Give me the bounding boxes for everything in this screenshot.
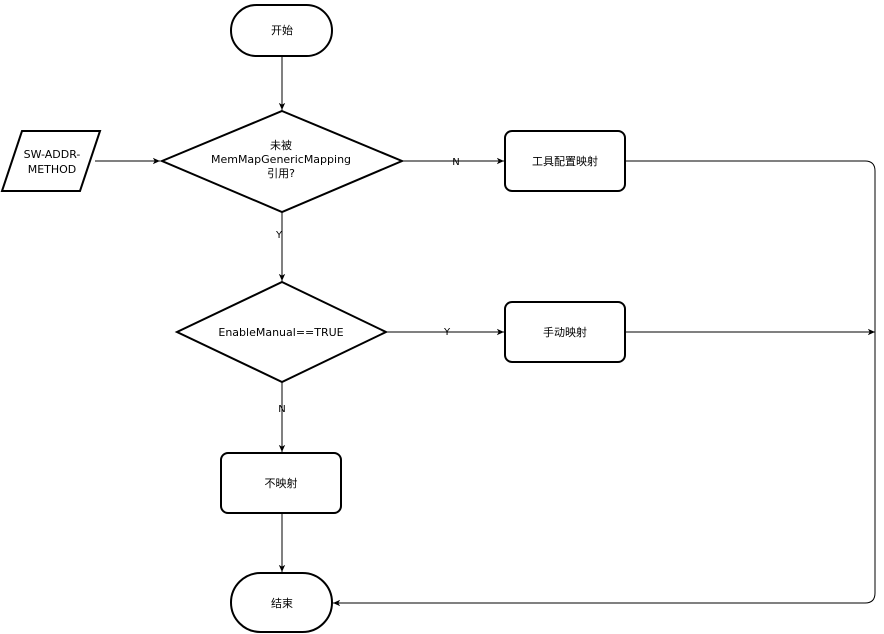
decision1-label-line3: 引用? <box>267 166 295 180</box>
manual-mapping-node: 手动映射 <box>504 301 626 363</box>
no-mapping-label: 不映射 <box>265 476 298 490</box>
start-node: 开始 <box>230 4 333 57</box>
edge-label-d2-yes: Y <box>443 327 451 338</box>
start-node-label: 开始 <box>271 23 293 37</box>
decision1-node: 未被 MemMapGenericMapping 引用? <box>159 109 405 214</box>
edge-tool-mapping-to-end <box>333 160 876 607</box>
edges <box>95 56 876 607</box>
decision1-label-line1: 未被 <box>270 139 292 152</box>
end-node: 结束 <box>230 572 333 633</box>
input-node-label-line2: METHOD <box>28 163 77 176</box>
decision1-label-line2: MemMapGenericMapping <box>211 153 351 166</box>
no-mapping-node: 不映射 <box>220 452 342 514</box>
manual-mapping-label: 手动映射 <box>543 325 587 339</box>
edge-label-d1-no: N <box>452 157 459 168</box>
tool-mapping-node: 工具配置映射 <box>504 130 626 192</box>
tool-mapping-label: 工具配置映射 <box>532 154 598 168</box>
input-node: SW-ADDR- METHOD <box>0 130 102 192</box>
edge-label-d1-yes: Y <box>275 230 283 241</box>
end-node-label: 结束 <box>271 597 293 610</box>
edge-label-d2-no: N <box>278 404 285 415</box>
edge-labels: N Y Y N <box>275 157 460 415</box>
decision2-node: EnableManual==TRUE <box>174 280 389 384</box>
decision2-label: EnableManual==TRUE <box>218 326 343 339</box>
input-node-label-line1: SW-ADDR- <box>24 148 81 161</box>
